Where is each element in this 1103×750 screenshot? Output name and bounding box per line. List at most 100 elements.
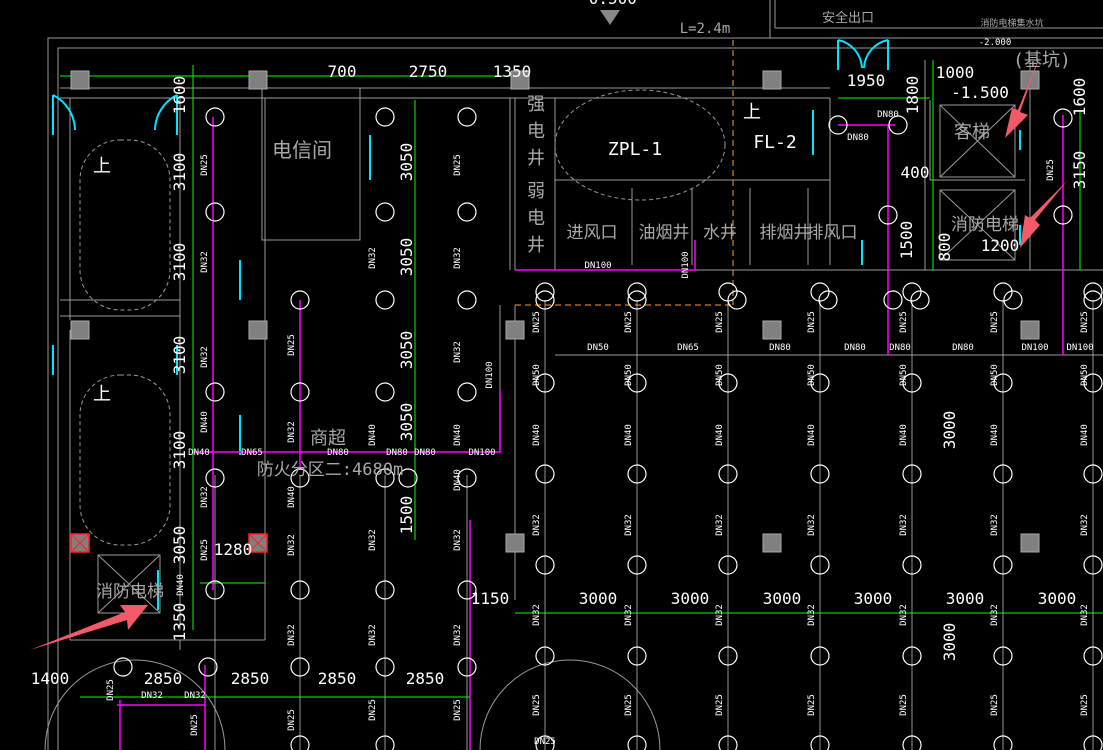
pipe-size-label: DN40 [715,424,725,446]
dimension-label: 3000 [763,589,802,608]
pipe-size-label: DN25 [624,311,634,333]
label-pit-depth: -1.500 [951,83,1009,102]
label-elevation-top: -0.500 [579,0,637,8]
pipe-size-label: DN32 [532,604,542,626]
dimension-label: 400 [901,163,930,182]
label-supermarket: 商超 [310,428,346,449]
pipe-size-label: DN25 [200,539,210,561]
label-up-left-2: 上 [93,384,111,405]
column [1020,533,1040,553]
pipe-size-label: DN25 [287,709,297,731]
pipe-size-label: DN25 [715,311,725,333]
annotation-arrows [30,50,1068,650]
sprinkler-head [627,290,647,310]
label-strong-3: 井 [527,148,545,169]
pipe-size-label: DN25 [899,694,909,716]
sprinkler-head [290,580,310,600]
pipe-size-label: DN32 [287,534,297,556]
dimension-label: 1950 [847,71,886,90]
pipe-size-label: DN80 [327,448,349,458]
sprinkler-head [375,290,395,310]
sprinkler-head [290,735,310,750]
pipe-size-label: DN25 [1080,694,1090,716]
dimension-label: 1400 [31,669,70,688]
pipe-size-label: DN50 [532,364,542,386]
pipe-size-label: DN25 [990,694,1000,716]
pipe-size-label: DN40 [176,574,186,596]
pipe-size-label: DN40 [453,469,463,491]
label-ramp-length: L=2.4m [680,21,731,37]
column [248,70,268,90]
sprinkler-head [375,382,395,402]
pipe-size-label: DN40 [990,424,1000,446]
pipe-size-label: DN32 [200,486,210,508]
dimension-label: 3100 [170,243,189,282]
sprinkler-head [902,735,922,750]
pipe-size-label: DN32 [1080,604,1090,626]
sprinkler-head [535,373,555,393]
arrow-icon [1020,180,1068,248]
dimension-label: 3100 [170,431,189,470]
pipe-size-label: DN25 [899,311,909,333]
dimension-label: 1600 [170,76,189,115]
pipe-size-label: DN32 [899,604,909,626]
sprinkler-head [1083,464,1103,484]
structural-columns [70,70,1040,553]
sprinkler-head [1083,646,1103,666]
pipe-size-label: DN32 [368,624,378,646]
pipe-size-label: DN50 [715,364,725,386]
label-telecom-room: 电信间 [272,138,332,162]
sprinkler-head [1053,205,1073,225]
sprinkler-pipes [117,115,1094,750]
pipe-size-label: DN25 [990,311,1000,333]
pipe-size-label: DN50 [807,364,817,386]
label-riser-fl: FL-2 [753,132,796,153]
pipe-size-label: DN32 [624,514,634,536]
sprinkler-head [457,580,477,600]
main-pipe-size-label: DN50 [587,343,609,353]
label-air-exhaust: 排风口 [807,223,858,243]
pipe-size-label: DN32 [453,624,463,646]
pipe-size-label: DN32 [287,421,297,443]
sprinkler-head [535,282,555,302]
sprinkler-head [1083,555,1103,575]
label-strong-1: 强 [527,94,545,115]
main-pipe-size-label: DN100 [1066,343,1093,353]
sprinkler-head [810,646,830,666]
sprinkler-head [535,735,555,750]
pipe-size-label: DN25 [368,699,378,721]
dimension-label: 3050 [397,331,416,370]
pipe-size-label: DN80 [877,110,899,120]
label-fire-lift-sump: 消防电梯集水坑 [980,17,1043,29]
label-riser-zpl: ZPL-1 [608,139,662,160]
main-pipe-size-label: DN80 [889,343,911,353]
pipe-size-label: DN32 [453,529,463,551]
sprinkler-head [205,382,225,402]
pipe-size-label: DN32 [368,247,378,269]
pipe-size-label: DN100 [468,448,495,458]
pipe-size-label: DN40 [1080,424,1090,446]
dimension-label: 1150 [471,589,510,608]
dimension-label: 2850 [231,669,270,688]
pipe-size-label: DN25 [807,694,817,716]
pipe-size-label: DN50 [1080,364,1090,386]
sprinkler-head [993,555,1013,575]
sprinkler-head [457,107,477,127]
pipe-size-label: DN32 [200,251,210,273]
column [762,70,782,90]
label-safety-exit: 安全出口 [822,10,874,26]
pipe-size-label: DN80 [386,448,408,458]
column [762,533,782,553]
sprinkler-head [902,373,922,393]
dimension-label: 1200 [981,236,1020,255]
sprinkler-head [375,657,395,677]
pipe-size-label: DN32 [532,514,542,536]
sprinkler-head [810,282,830,302]
dimension-label: 3000 [671,589,710,608]
dimension-lines [60,60,1103,698]
label-up-mid: 上 [743,102,761,123]
sprinkler-head [910,290,930,310]
column [70,70,90,90]
dimension-label: 2850 [318,669,357,688]
